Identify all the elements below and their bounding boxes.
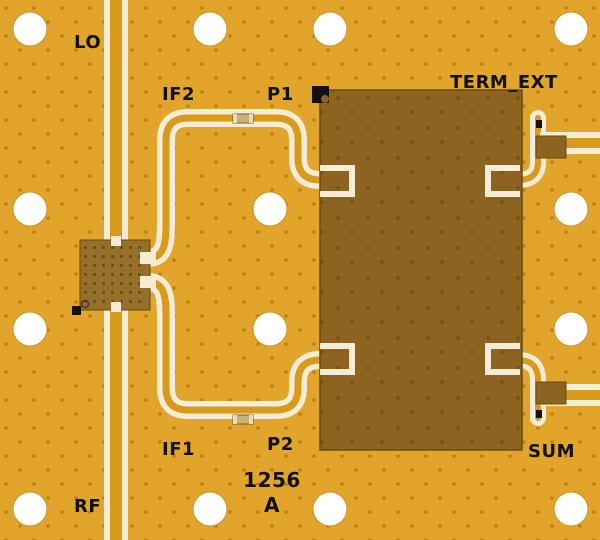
mixer-chip <box>72 236 156 315</box>
label-if1: IF1 <box>162 439 196 460</box>
label-lo: LO <box>74 32 102 53</box>
if2-resistor <box>232 113 254 124</box>
label-revision: A <box>264 493 280 517</box>
label-p2: P2 <box>267 434 294 455</box>
label-if2: IF2 <box>162 84 196 105</box>
mounting-hole <box>12 11 48 47</box>
sum-component <box>535 381 567 418</box>
if1-resistor <box>232 414 254 425</box>
mounting-hole <box>553 311 589 347</box>
mounting-hole <box>312 11 348 47</box>
mounting-hole <box>553 191 589 227</box>
mounting-hole <box>12 491 48 527</box>
mounting-hole <box>553 491 589 527</box>
label-p1: P1 <box>267 84 294 105</box>
mounting-hole <box>192 11 228 47</box>
mounting-hole <box>12 191 48 227</box>
mounting-hole <box>252 191 288 227</box>
if-hybrid-traces <box>139 109 345 419</box>
module-port-pads <box>320 165 520 375</box>
label-part-number: 1256 <box>243 468 301 492</box>
label-term-ext: TERM_EXT <box>450 72 558 93</box>
label-rf: RF <box>74 496 102 517</box>
hybrid-module <box>312 86 523 451</box>
label-sum: SUM <box>528 441 575 462</box>
mounting-holes <box>12 11 589 527</box>
mounting-hole <box>192 491 228 527</box>
mounting-hole <box>553 11 589 47</box>
mounting-hole <box>12 311 48 347</box>
term-ext-component <box>535 120 567 159</box>
mounting-hole <box>312 491 348 527</box>
mounting-hole <box>252 311 288 347</box>
